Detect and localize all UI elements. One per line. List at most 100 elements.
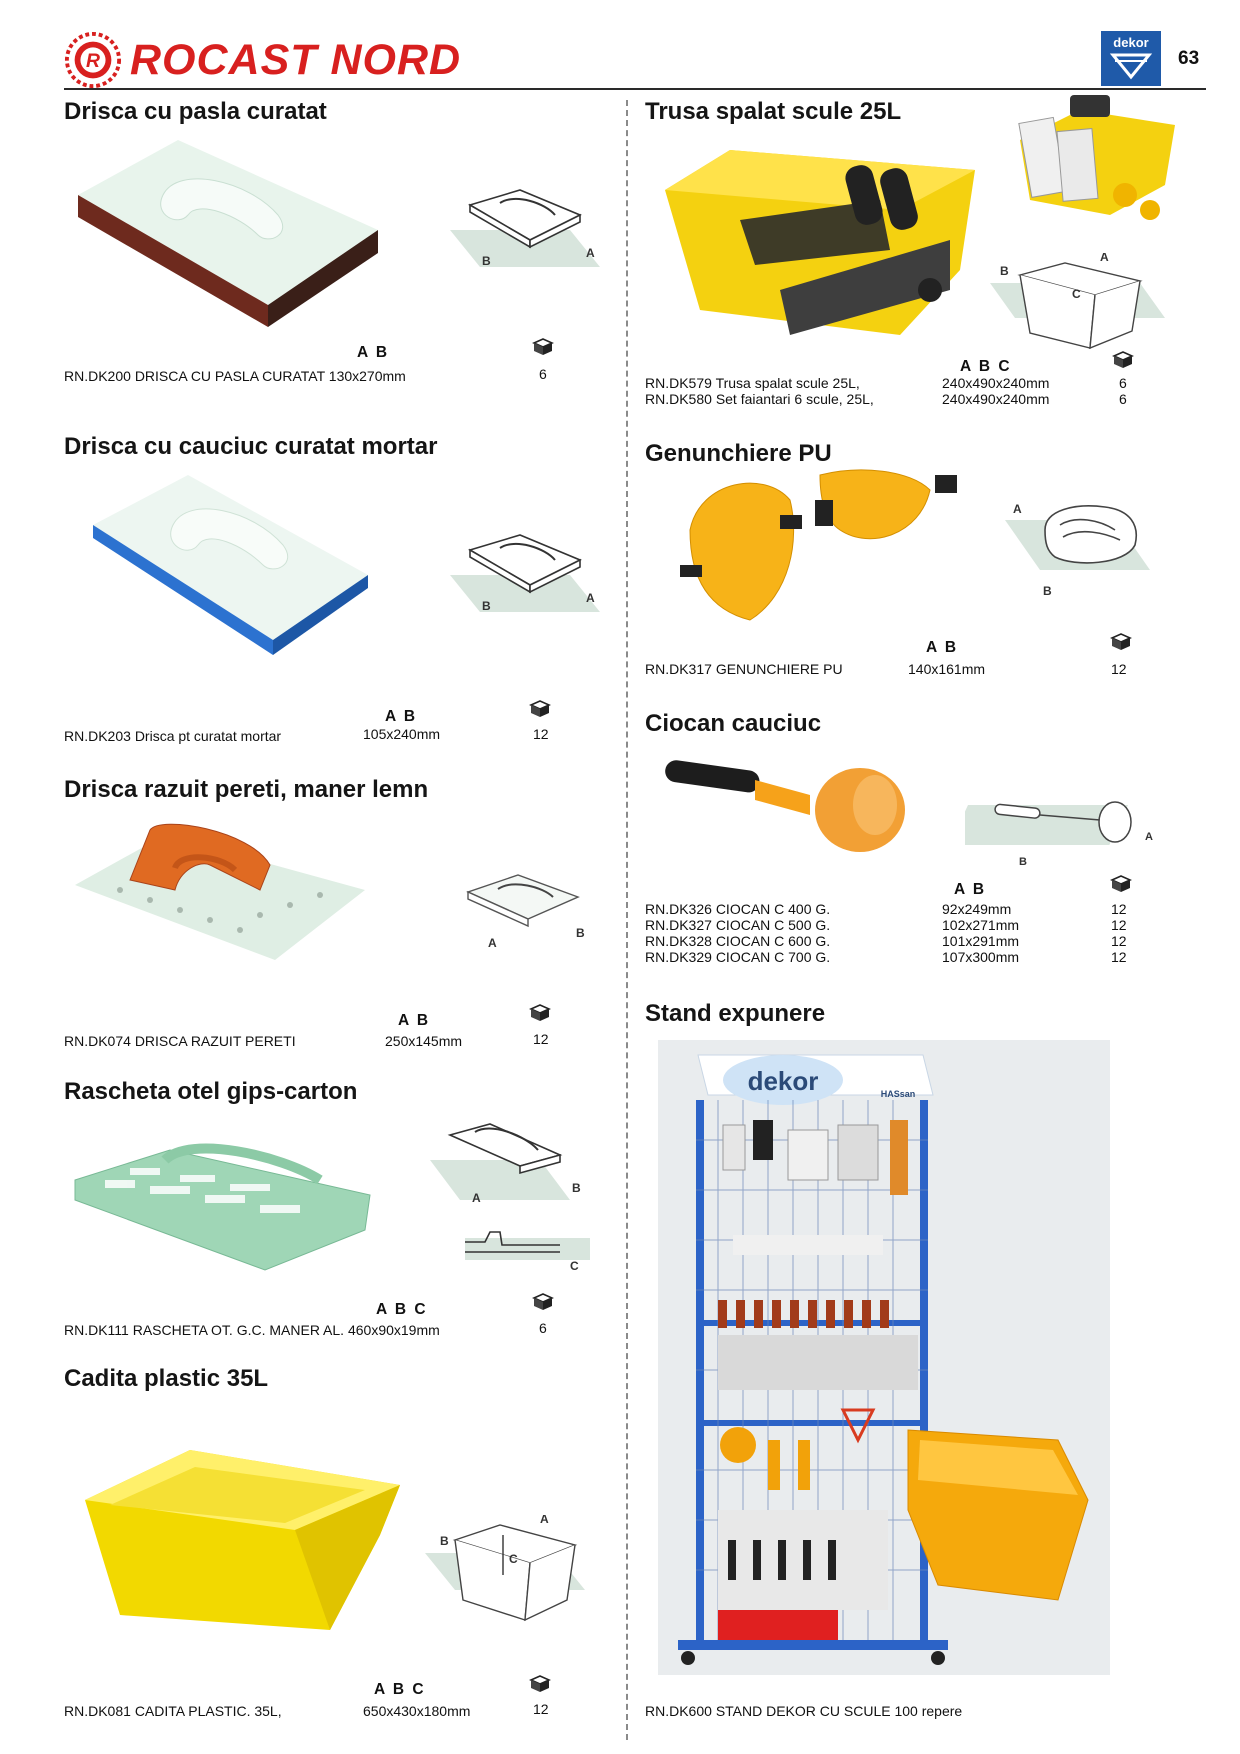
- package-qty: 6: [539, 366, 547, 382]
- section-title-rascheta: Rascheta otel gips-carton: [64, 1078, 358, 1105]
- product-dims: 92x249mm: [942, 901, 1012, 917]
- svg-text:A: A: [1013, 502, 1022, 516]
- product-row: RN.DK317 GENUNCHIERE PU: [645, 661, 843, 677]
- product-photo-stand: dekor HASsan: [658, 1040, 1110, 1675]
- diagram-genunchiere: A B: [1005, 502, 1150, 598]
- svg-text:A: A: [1145, 831, 1153, 843]
- product-dims: 140x161mm: [908, 661, 986, 677]
- product-row: RN.DK328 CIOCAN C 600 G.: [645, 933, 831, 949]
- column-header: A B C: [374, 1681, 426, 1698]
- product-photo-genunchiere: [680, 469, 957, 621]
- package-qty: 12: [533, 1031, 549, 1047]
- carton-box-icon: [532, 1293, 554, 1310]
- product-row: RN.DK081 CADITA PLASTIC. 35L,: [64, 1703, 282, 1719]
- carton-box-icon: [1112, 351, 1134, 368]
- package-qty: 12: [1111, 933, 1127, 949]
- svg-text:C: C: [1072, 287, 1081, 301]
- svg-text:A: A: [586, 246, 595, 260]
- dekor-badge: dekor: [1101, 31, 1161, 86]
- product-dims: 240x490x240mm: [942, 391, 1050, 407]
- package-qty: 12: [1111, 949, 1127, 965]
- product-row: RN.DK203 Drisca pt curatat mortar: [64, 728, 282, 744]
- diagram-rascheta: A B C: [430, 1123, 590, 1273]
- product-row: RN.DK329 CIOCAN C 700 G.: [645, 949, 831, 965]
- brand-name: ROCAST NORD: [130, 35, 462, 84]
- badge-label: dekor: [1113, 35, 1148, 50]
- product-photo-drisca-razuit: [75, 823, 365, 960]
- product-dims: 250x145mm: [385, 1033, 463, 1049]
- svg-text:A: A: [472, 1191, 481, 1205]
- svg-text:B: B: [1043, 584, 1052, 598]
- svg-text:R: R: [86, 51, 100, 72]
- section-title-drisca-cauciuc: Drisca cu cauciuc curatat mortar: [64, 433, 438, 460]
- diagram-drisca-cauciuc: B A: [450, 534, 600, 613]
- column-header: A B: [385, 708, 418, 725]
- svg-text:A: A: [488, 936, 497, 950]
- svg-text:B: B: [1000, 264, 1009, 278]
- product-photo-drisca-cauciuc: [93, 475, 368, 655]
- section-title-stand: Stand expunere: [645, 1000, 826, 1027]
- package-qty: 6: [1119, 391, 1127, 407]
- package-qty: 12: [1111, 901, 1127, 917]
- header-rule: [64, 88, 1206, 90]
- column-divider: [626, 100, 628, 1740]
- section-title-trusa: Trusa spalat scule 25L: [645, 98, 902, 125]
- column-header: A B C: [960, 358, 1012, 375]
- product-dims: 105x240mm: [363, 726, 441, 742]
- svg-text:B: B: [482, 254, 491, 268]
- product-photo-cadita: [85, 1450, 400, 1630]
- carton-box-icon: [529, 1004, 551, 1021]
- section-title-ciocan: Ciocan cauciuc: [645, 710, 822, 737]
- product-photo-trusa: [665, 150, 975, 335]
- svg-text:B: B: [576, 926, 585, 940]
- diagram-ciocan: B A: [965, 801, 1153, 868]
- product-row: RN.DK579 Trusa spalat scule 25L,: [645, 375, 860, 391]
- column-header: A B: [954, 881, 987, 898]
- dekor-diamond-icon: [1109, 53, 1153, 80]
- product-row: RN.DK074 DRISCA RAZUIT PERETI: [64, 1033, 296, 1049]
- product-row: RN.DK200 DRISCA CU PASLA CURATAT 130x270…: [64, 368, 406, 384]
- diagram-drisca-pasla: B A: [450, 189, 600, 268]
- svg-text:B: B: [440, 1534, 449, 1548]
- svg-text:A: A: [1100, 253, 1109, 264]
- column-header: A B: [398, 1012, 431, 1029]
- product-dims: 107x300mm: [942, 949, 1020, 965]
- diagram-drisca-razuit: A B: [466, 874, 585, 950]
- section-title-drisca-pasla: Drisca cu pasla curatat: [64, 98, 327, 125]
- svg-text:C: C: [570, 1259, 579, 1273]
- column-header: A B: [357, 344, 390, 361]
- page-number: 63: [1178, 48, 1200, 69]
- stand-sign-label: dekor: [748, 1066, 819, 1096]
- section-title-cadita: Cadita plastic 35L: [64, 1365, 269, 1392]
- product-row: RN.DK580 Set faiantari 6 scule, 25L,: [645, 391, 874, 407]
- package-qty: 12: [533, 726, 549, 742]
- column-header: A B C: [376, 1301, 428, 1318]
- package-qty: 12: [533, 1701, 549, 1717]
- brand-logo: R ROCAST NORD: [64, 30, 461, 90]
- carton-box-icon: [532, 338, 554, 355]
- svg-text:B: B: [1019, 856, 1027, 868]
- product-dims: 102x271mm: [942, 917, 1020, 933]
- product-photo-ciocan: [665, 760, 905, 852]
- column-header: A B: [926, 639, 959, 656]
- svg-text:B: B: [482, 599, 491, 613]
- product-row: RN.DK326 CIOCAN C 400 G.: [645, 901, 831, 917]
- product-dims: 240x490x240mm: [942, 375, 1050, 391]
- svg-text:A: A: [540, 1515, 549, 1526]
- product-row: RN.DK111 RASCHETA OT. G.C. MANER AL. 460…: [64, 1322, 440, 1338]
- section-title-genunchiere: Genunchiere PU: [645, 440, 832, 467]
- product-dims: 650x430x180mm: [363, 1703, 471, 1719]
- carton-box-icon: [529, 1675, 551, 1692]
- product-row: RN.DK327 CIOCAN C 500 G.: [645, 917, 831, 933]
- product-dims: 101x291mm: [942, 933, 1020, 949]
- package-qty: 12: [1111, 661, 1127, 677]
- package-qty: 6: [539, 1320, 547, 1336]
- stand-sign-sub: HASsan: [881, 1089, 916, 1099]
- carton-box-icon: [1110, 875, 1132, 892]
- product-photo-trusa-set: [1018, 95, 1175, 220]
- rocast-emblem-icon: R: [64, 31, 122, 89]
- svg-text:C: C: [509, 1552, 518, 1566]
- carton-box-icon: [529, 700, 551, 717]
- product-photo-drisca-pasla: [78, 140, 378, 327]
- section-title-drisca-razuit: Drisca razuit pereti, maner lemn: [64, 776, 429, 803]
